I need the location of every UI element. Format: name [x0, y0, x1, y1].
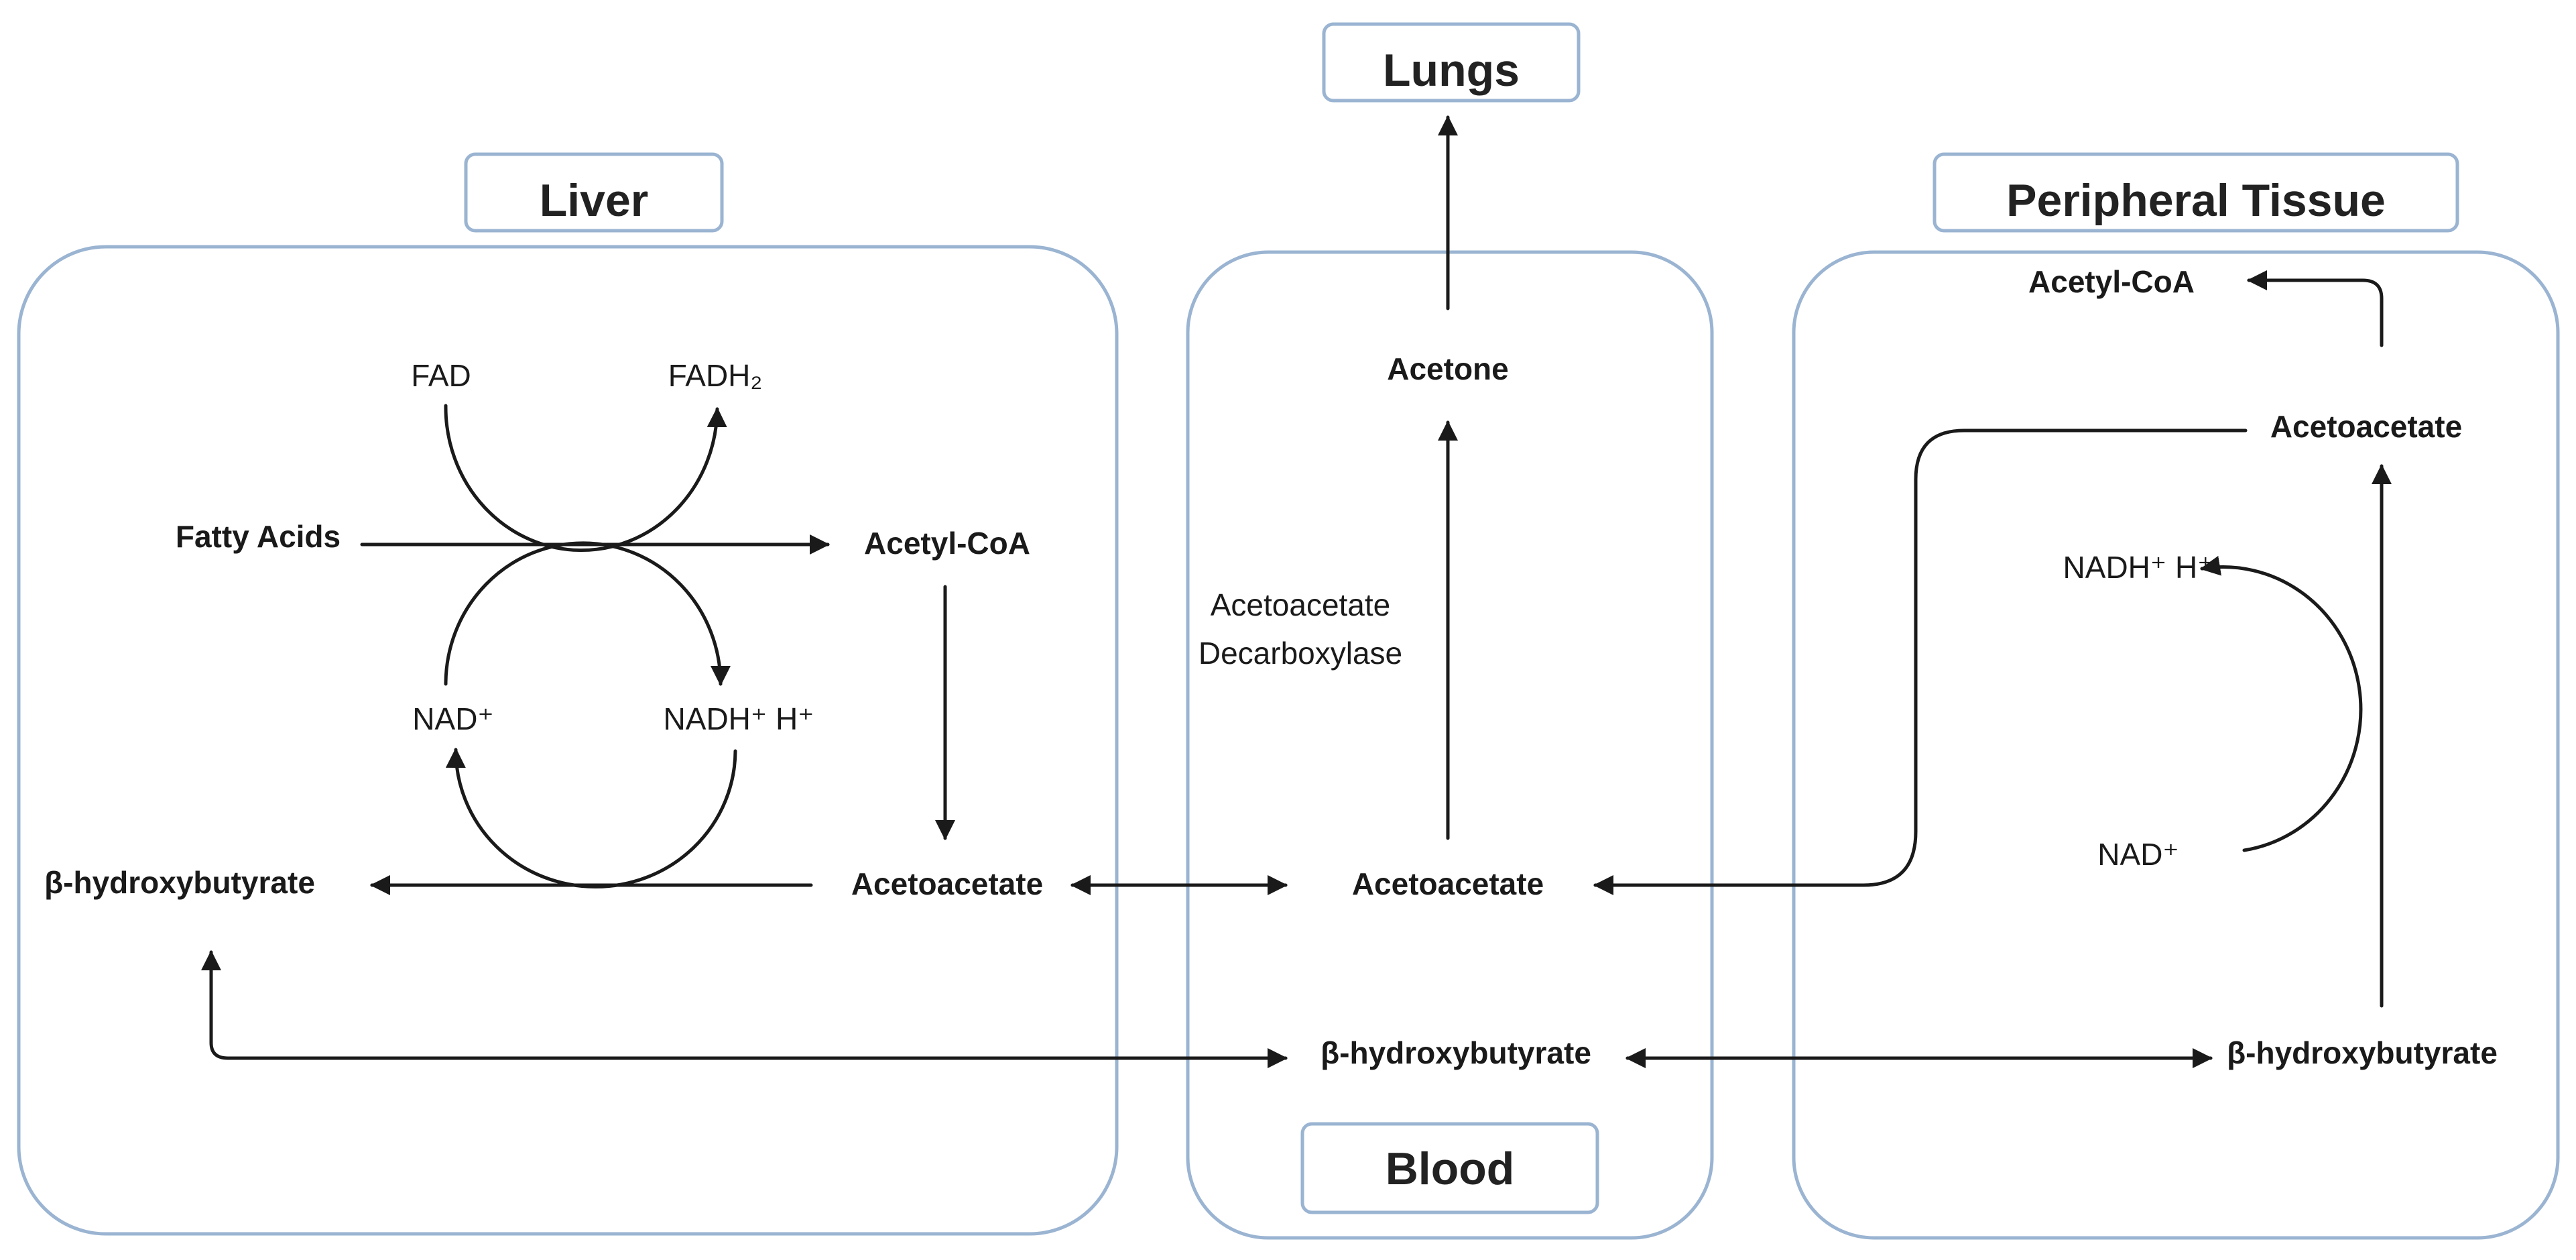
- blood-acetoacetate: Acetoacetate: [1352, 866, 1544, 901]
- blood-label: Blood: [1386, 1143, 1515, 1194]
- liver-tab: Liver: [464, 152, 724, 233]
- arrow-peripheral-nad-to-nadh: [2200, 555, 2363, 852]
- blood-bhb: β-hydroxybutyrate: [1321, 1035, 1591, 1070]
- blood-enzyme-line2: Decarboxylase: [1199, 636, 1402, 671]
- lungs-tab: Lungs: [1322, 22, 1581, 103]
- blood-tab: Blood: [1300, 1122, 1599, 1214]
- liver-label: Liver: [540, 175, 649, 226]
- liver-fatty-acids: Fatty Acids: [176, 519, 341, 554]
- arrow-fad-to-fadh2: [444, 404, 727, 553]
- peripheral-region: [1792, 250, 2560, 1240]
- arrow-peripheral-acetoacetate-to-blood: [1593, 428, 2248, 895]
- liver-region: [17, 245, 1119, 1236]
- lungs-label: Lungs: [1383, 45, 1520, 96]
- peripheral-tissue-label: Peripheral Tissue: [2006, 175, 2386, 226]
- liver-nadh: NADH⁺ H⁺: [664, 701, 814, 736]
- peripheral-nadh: NADH⁺ H⁺: [2063, 550, 2214, 585]
- arrow-liver-bhb-to-blood-bhb: [201, 950, 1288, 1068]
- peripheral-bhb: β-hydroxybutyrate: [2227, 1035, 2498, 1070]
- blood-enzyme-line1: Acetoacetate: [1211, 587, 1391, 622]
- peripheral-acetoacetate: Acetoacetate: [2270, 409, 2462, 444]
- peripheral-nad: NAD⁺: [2097, 837, 2179, 872]
- peripheral-tissue-tab: Peripheral Tissue: [1933, 152, 2459, 233]
- liver-bhb: β-hydroxybutyrate: [44, 865, 315, 900]
- peripheral-acetyl-coa: Acetyl-CoA: [2028, 264, 2195, 299]
- blood-region: [1186, 250, 1714, 1240]
- arrow-nadh-to-nad: [445, 748, 737, 889]
- liver-acetoacetate: Acetoacetate: [851, 866, 1043, 901]
- liver-fadh2: FADH₂: [668, 358, 763, 393]
- arrow-nad-to-nadh: [444, 541, 731, 686]
- liver-nad: NAD⁺: [412, 701, 493, 736]
- liver-fad: FAD: [411, 358, 471, 393]
- liver-acetyl-coa: Acetyl-CoA: [864, 526, 1030, 561]
- blood-acetone: Acetone: [1387, 351, 1508, 386]
- arrow-peripheral-acetoacetate-to-acetyl-coa: [2247, 270, 2384, 347]
